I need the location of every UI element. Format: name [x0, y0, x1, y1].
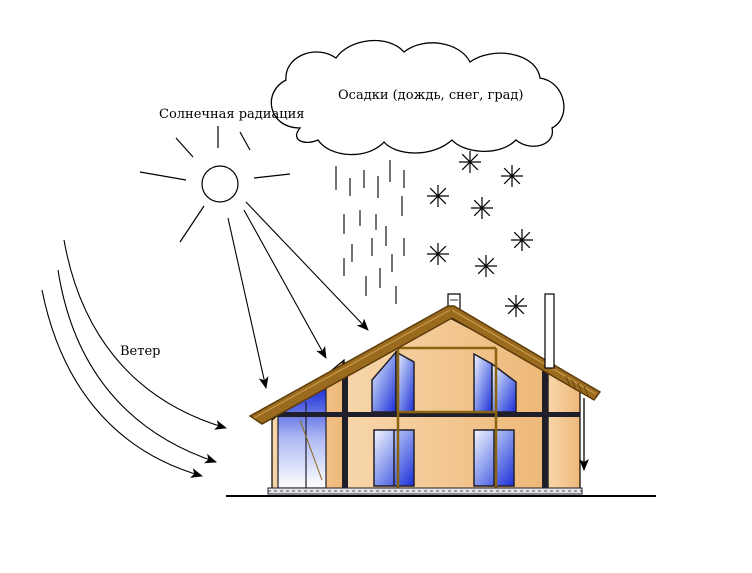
- roof-edge-hatch: [565, 375, 589, 397]
- snowflake-icon: [459, 151, 481, 173]
- snowflake-icon: [427, 151, 533, 317]
- chimney-icon: [544, 293, 555, 369]
- wind-arrow: [57, 269, 217, 464]
- solar-radiation-arrows: [227, 201, 369, 389]
- solar-arrow: [243, 209, 327, 359]
- rain-icon: [335, 160, 405, 304]
- wind-label: Ветер: [120, 344, 160, 359]
- snowflake-icon: [475, 255, 497, 277]
- snowflake-icon: [505, 295, 527, 317]
- wind-arrow: [41, 289, 203, 478]
- roof: [248, 305, 602, 425]
- snowflake-icon: [501, 165, 523, 187]
- sun-icon: [139, 126, 291, 243]
- frame-post: [542, 368, 548, 492]
- snowflake-icon: [471, 197, 493, 219]
- solar-arrow: [227, 217, 269, 389]
- snowflake-icon: [511, 229, 533, 251]
- snowflake-icon: [427, 243, 449, 265]
- wind-arrow: [63, 239, 227, 430]
- frame-post: [342, 362, 348, 492]
- snowflake-icon: [427, 185, 449, 207]
- timber-frame: [396, 346, 498, 490]
- house-icon: [226, 293, 656, 497]
- floor-beam: [270, 412, 580, 417]
- precipitation-label: Осадки (дождь, снег, град): [338, 88, 524, 103]
- upper-window-right: [473, 352, 493, 413]
- wind-arrow-icon: [41, 239, 227, 478]
- cloud-icon: [270, 39, 565, 156]
- solar-label: Солнечная радиация: [159, 107, 304, 122]
- solar-arrow: [245, 201, 369, 331]
